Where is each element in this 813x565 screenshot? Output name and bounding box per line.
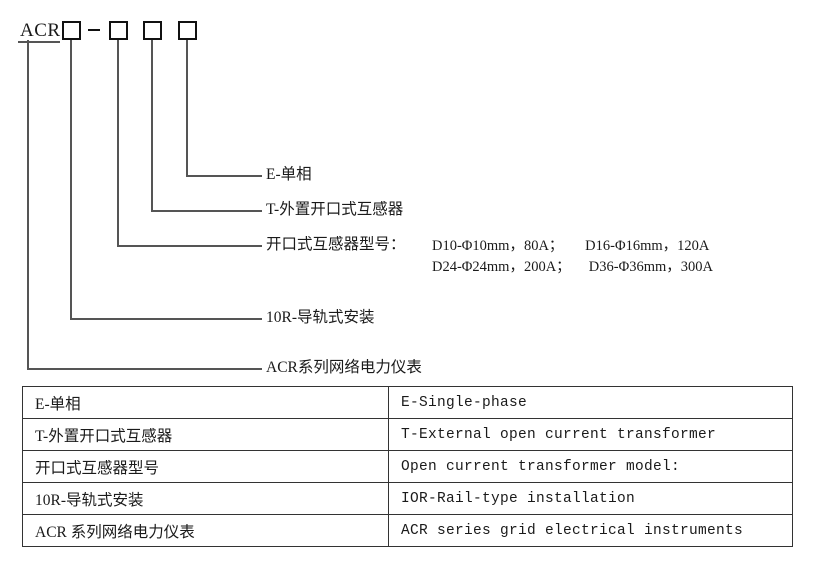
legend-table: E-单相 E-Single-phase T-外置开口式互感器 T-Externa… [22,386,793,547]
legend-cell-cn: T-外置开口式互感器 [22,418,389,451]
stem-rail-mount [70,40,72,320]
leader-label-single-phase: E-单相 [266,166,312,183]
legend-cell-en: E-Single-phase [388,386,793,419]
legend-cell-cn: ACR 系列网络电力仪表 [22,514,389,547]
leader-label-ct-model: 开口式互感器型号： [266,236,406,253]
leader-label-rail-mount: 10R-导轨式安装 [266,309,375,326]
table-row: 10R-导轨式安装 IOR-Rail-type installation [22,482,793,515]
stem-series-instruments [27,40,29,370]
ct-spec-line-2: D24-Φ24mm，200A； D36-Φ36mm，300A [432,259,713,275]
model-prefix-underline [18,41,60,43]
ct-spec-line-1: D10-Φ10mm，80A； D16-Φ16mm，120A [432,238,710,254]
leader-label-external-ct: T-外置开口式互感器 [266,201,404,218]
table-row: T-外置开口式互感器 T-External open current trans… [22,418,793,451]
leader-line-series-instruments [27,368,262,370]
model-box-3 [143,21,162,40]
leader-label-series-instruments: ACR系列网络电力仪表 [266,359,422,376]
table-row: 开口式互感器型号 Open current transformer model: [22,450,793,483]
leader-line-ct-model [117,245,262,247]
legend-cell-en: IOR-Rail-type installation [388,482,793,515]
model-code-header: ACR [0,0,813,60]
legend-cell-en: ACR series grid electrical instruments [388,514,793,547]
model-separator-dash [88,29,100,31]
stem-external-ct [151,40,153,212]
table-row: E-单相 E-Single-phase [22,386,793,419]
leader-line-external-ct [151,210,262,212]
model-prefix-text: ACR [20,20,61,41]
stem-single-phase [186,40,188,177]
table-row: ACR 系列网络电力仪表 ACR series grid electrical … [22,514,793,547]
legend-cell-cn: E-单相 [22,386,389,419]
legend-cell-en: T-External open current transformer [388,418,793,451]
model-box-1 [62,21,81,40]
leader-line-single-phase [186,175,262,177]
legend-cell-cn: 开口式互感器型号 [22,450,389,483]
stem-ct-model [117,40,119,247]
model-box-2 [109,21,128,40]
leader-line-rail-mount [70,318,262,320]
legend-cell-en: Open current transformer model: [388,450,793,483]
model-box-4 [178,21,197,40]
legend-cell-cn: 10R-导轨式安装 [22,482,389,515]
